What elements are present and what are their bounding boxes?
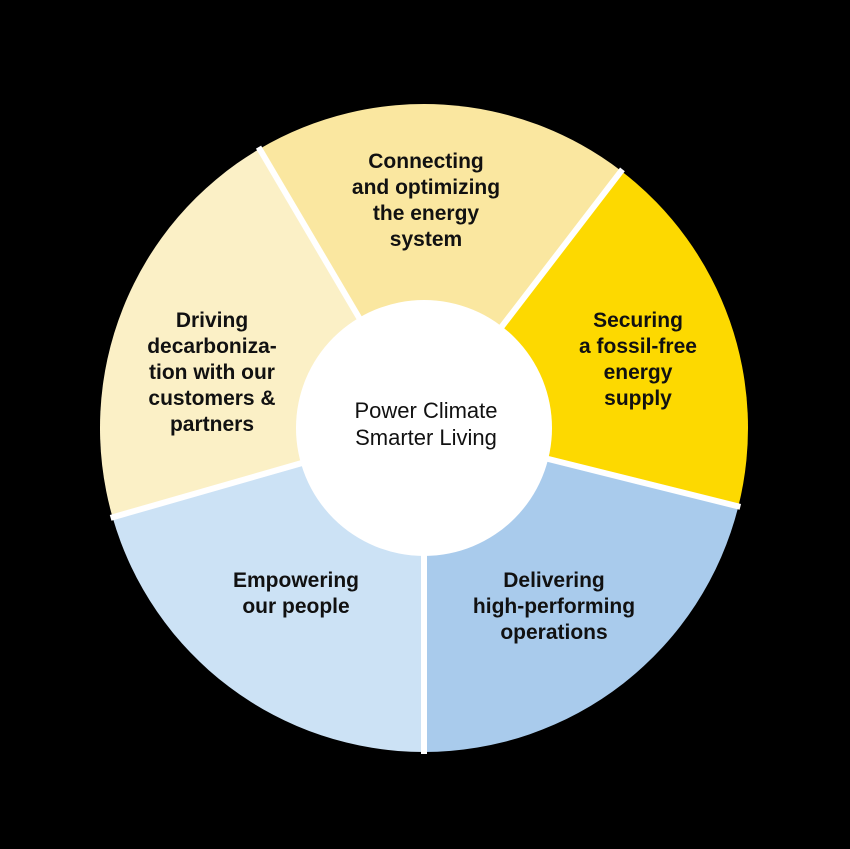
- segment-divider: [543, 455, 742, 510]
- label-line: partners: [170, 413, 254, 436]
- label-line: Connecting: [368, 150, 484, 173]
- segment-dividers: [109, 145, 742, 754]
- label-line: operations: [500, 621, 607, 644]
- label-line: Securing: [593, 309, 683, 332]
- center-label: Power Climate Smarter Living: [354, 398, 497, 450]
- label-line: system: [390, 228, 462, 251]
- center-label-line: Smarter Living: [355, 425, 497, 450]
- label-line: energy: [604, 361, 673, 384]
- label-line: Empowering: [233, 569, 359, 592]
- label-line: and optimizing: [352, 176, 500, 199]
- segment-divider: [497, 167, 625, 332]
- center-label-line: Power Climate: [354, 398, 497, 423]
- label-line: a fossil-free: [579, 335, 697, 358]
- label-line: decarboniza-: [147, 335, 277, 358]
- label-line: supply: [604, 387, 672, 410]
- segment-divider: [255, 145, 364, 323]
- segment-label-delivering: Delivering high-performing operations: [473, 569, 635, 644]
- label-line: Delivering: [503, 569, 605, 592]
- segment-label-securing: Securing a fossil-free energy supply: [579, 309, 697, 410]
- segment-connecting: [259, 103, 622, 428]
- center-hub: [296, 300, 552, 556]
- label-line: Driving: [176, 309, 248, 332]
- label-line: our people: [242, 595, 349, 618]
- segment-label-empowering: Empowering our people: [233, 569, 359, 618]
- segment-divider: [109, 459, 306, 521]
- label-line: the energy: [373, 202, 480, 225]
- label-line: tion with our: [149, 361, 275, 384]
- label-line: customers &: [148, 387, 275, 410]
- segment-label-driving: Driving decarboniza- tion with our custo…: [147, 309, 277, 436]
- label-line: high-performing: [473, 595, 635, 618]
- segment-label-connecting: Connecting and optimizing the energy sys…: [352, 150, 500, 251]
